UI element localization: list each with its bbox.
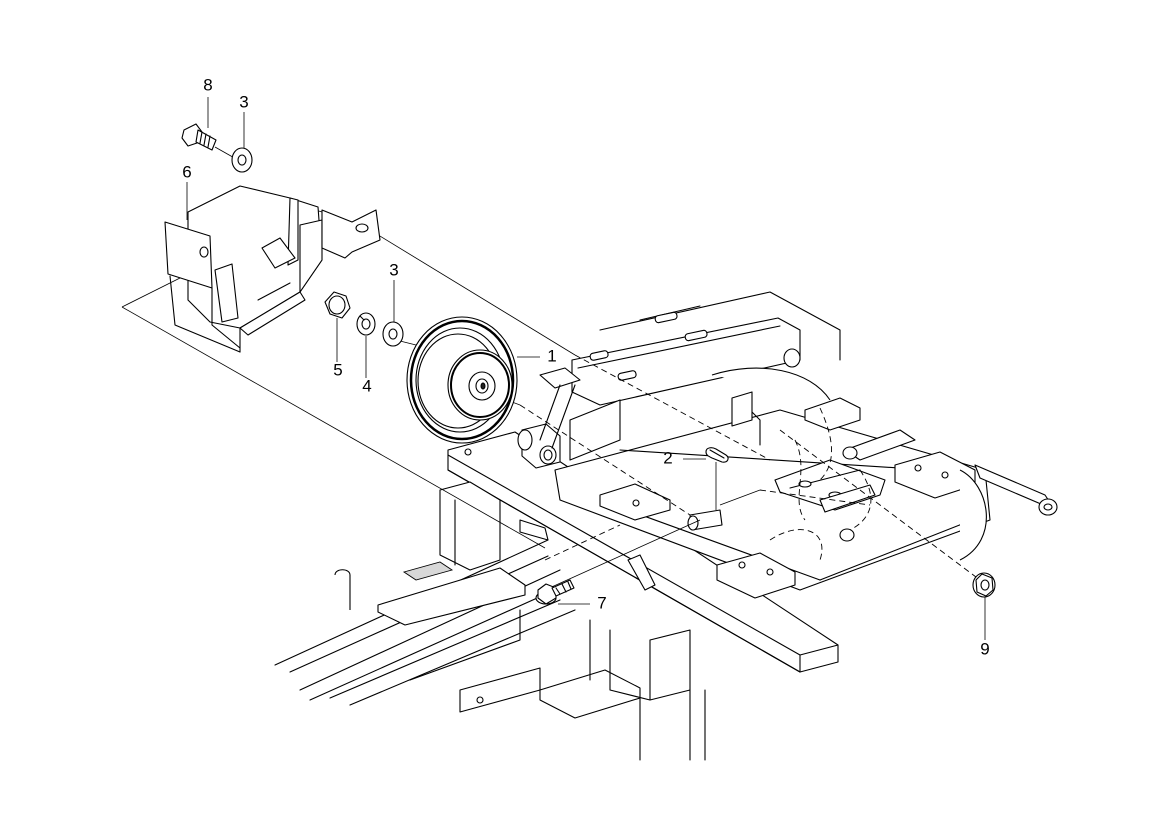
- pulley-guard: [164, 185, 381, 353]
- leader-lines: [186, 97, 986, 640]
- callout-7: 7: [597, 593, 606, 612]
- callout-3-lower: 3: [389, 260, 398, 279]
- callout-4: 4: [362, 376, 371, 395]
- callout-2: 2: [663, 448, 672, 467]
- callout-8: 8: [203, 75, 212, 94]
- flange-bolt: [535, 579, 575, 605]
- flat-washer-lower: [382, 321, 404, 347]
- pulley: [406, 316, 518, 444]
- nut: [324, 291, 351, 319]
- flat-washer-upper: [231, 147, 253, 173]
- chassis-frame: [274, 291, 1058, 761]
- flange-nut: [972, 572, 996, 598]
- callout-6: 6: [182, 162, 191, 181]
- callout-5: 5: [333, 360, 342, 379]
- callout-9: 9: [980, 639, 989, 658]
- bolt: [181, 123, 217, 151]
- callout-3-upper: 3: [239, 92, 248, 111]
- key: [705, 447, 729, 463]
- callout-1: 1: [547, 346, 556, 365]
- lock-washer: [356, 312, 376, 336]
- callout-labels: 8 3 6 3 5 4 1 2 7 9: [182, 75, 989, 658]
